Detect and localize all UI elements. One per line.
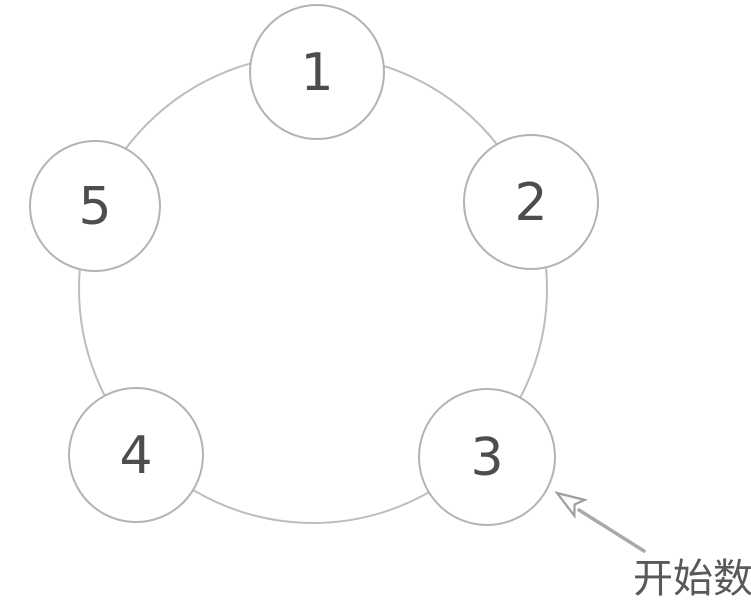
start-label: 开始数 [633, 556, 751, 602]
node-5: 5 [29, 140, 161, 272]
node-4-label: 4 [119, 426, 152, 486]
node-5-label: 5 [78, 177, 111, 237]
node-3: 3 [418, 388, 556, 526]
node-2-label: 2 [514, 173, 547, 233]
node-1-circle [249, 4, 385, 140]
node-1: 1 [249, 4, 385, 140]
node-4-circle [68, 387, 204, 523]
arrowhead-icon [554, 491, 589, 519]
node-3-label: 3 [470, 428, 503, 488]
arrow-shaft [577, 508, 646, 553]
node-2: 2 [463, 134, 599, 270]
node-1-label: 1 [300, 43, 333, 103]
node-4: 4 [68, 387, 204, 523]
node-5-circle [29, 140, 161, 272]
node-2-circle [463, 134, 599, 270]
start-arrow [554, 491, 646, 553]
node-3-circle [418, 388, 556, 526]
